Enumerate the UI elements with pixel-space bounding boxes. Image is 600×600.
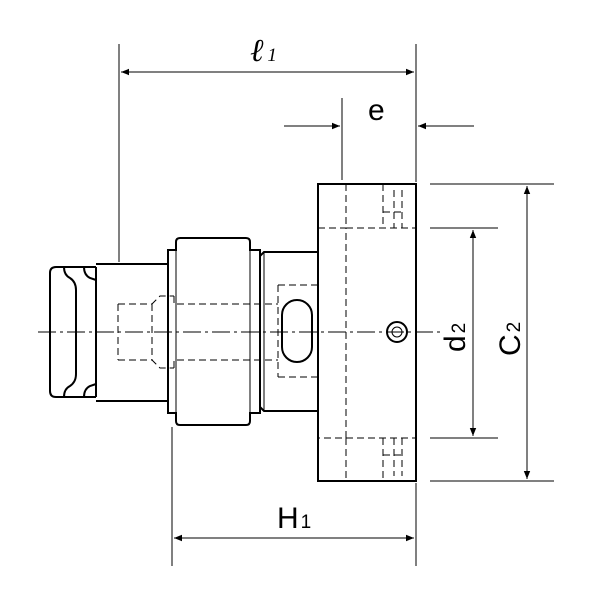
dimension-d2: d2 xyxy=(430,227,498,439)
label-d2: d2 xyxy=(439,323,472,352)
dimension-C2: C2 xyxy=(430,183,554,482)
dimension-e: e xyxy=(284,94,474,180)
label-e: e xyxy=(368,94,385,127)
label-C2: C2 xyxy=(494,322,527,356)
